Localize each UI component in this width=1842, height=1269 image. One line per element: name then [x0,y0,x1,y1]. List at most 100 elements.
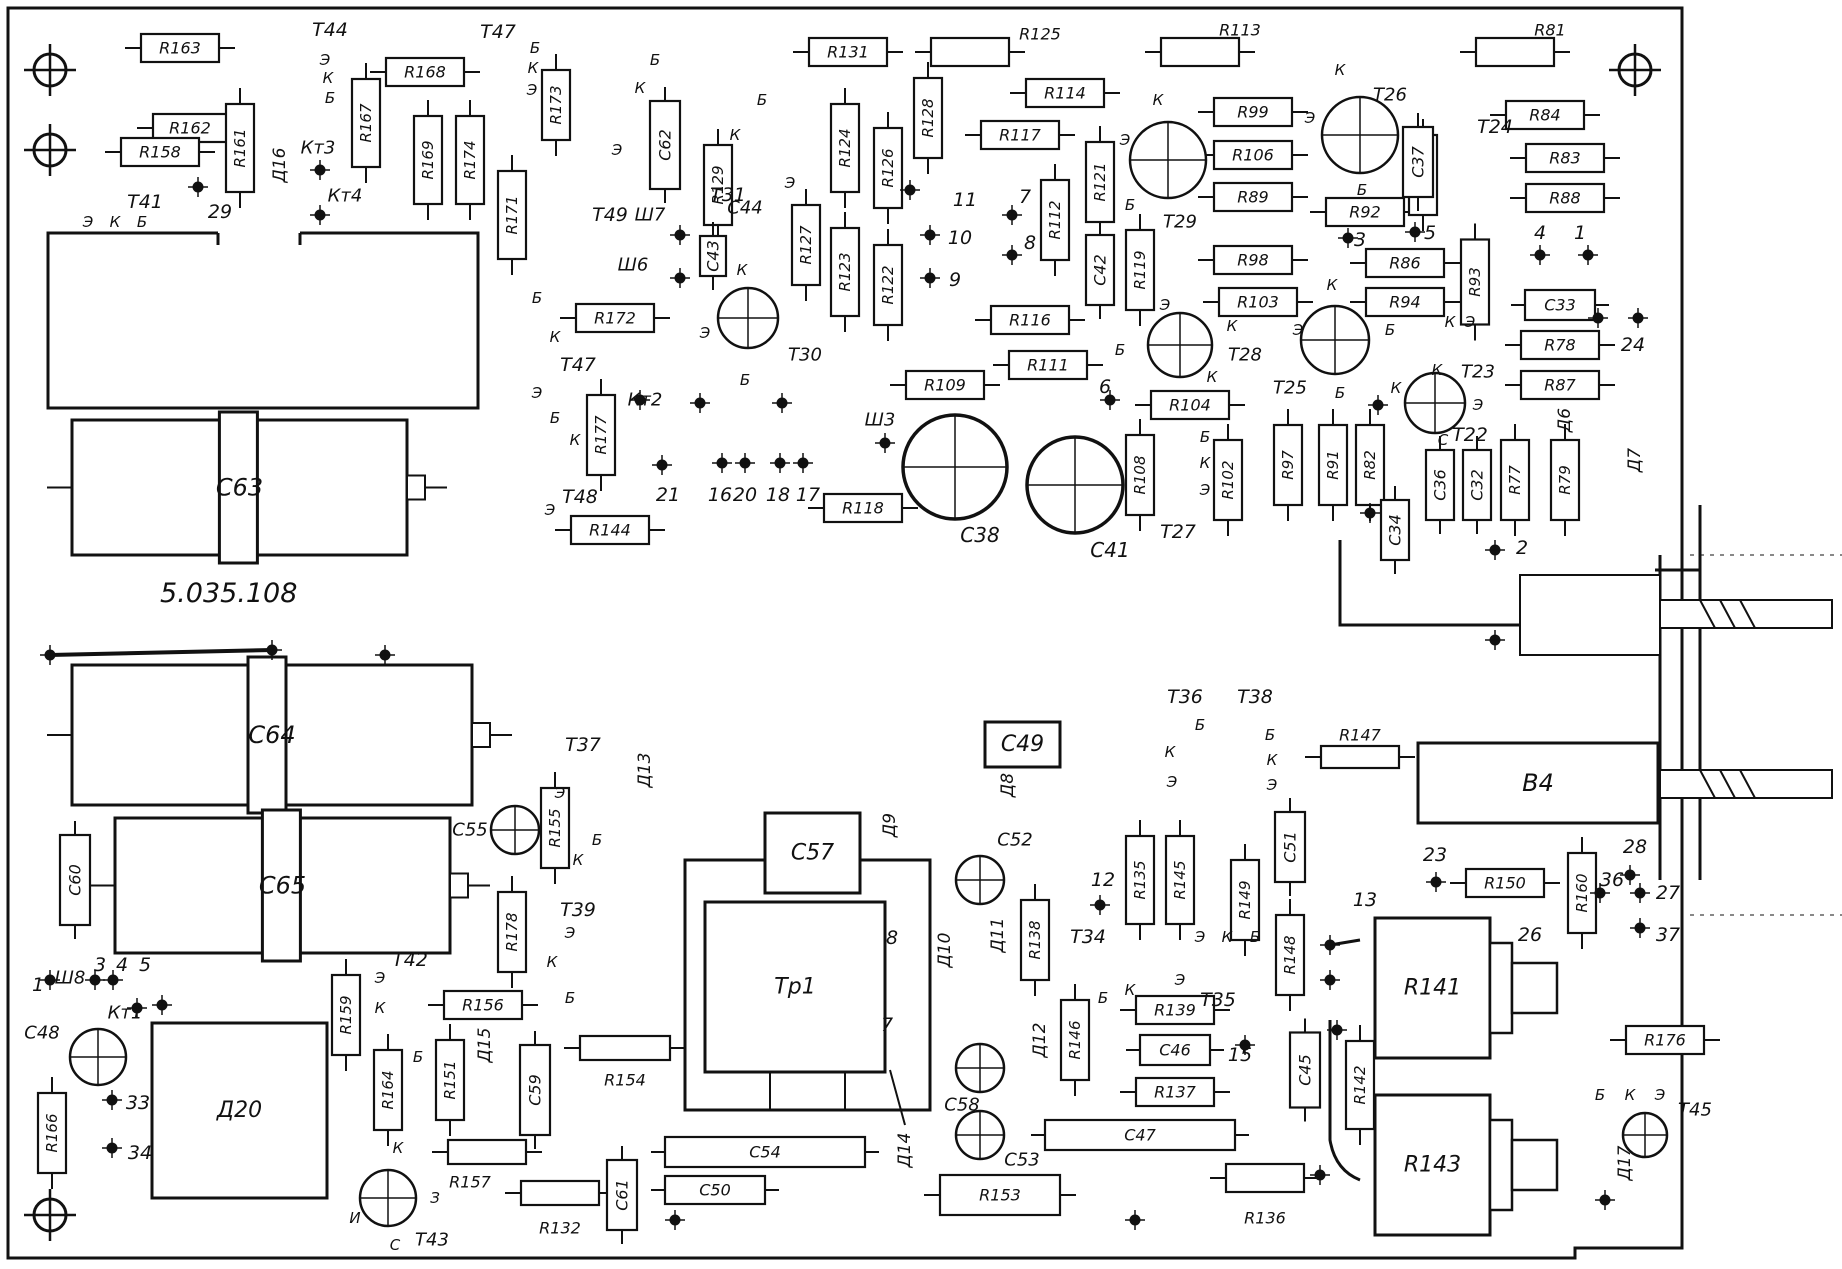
pin-number: 8 [1024,232,1036,254]
board-code-label: 5.035.108 [160,578,297,609]
resistor-label: R162 [169,119,211,138]
pin-letter: Э [1119,131,1131,149]
diode-label: Д16 [270,147,290,183]
resistor-label: R155 [546,808,564,847]
block-label: C49 [1001,732,1044,757]
pin-letter: К [1335,61,1347,79]
capacitor-label: C43 [704,240,723,272]
solder-pad [1588,308,1608,328]
resistor-r147: R147 [1305,726,1415,770]
electrolytic-c38: C38 [901,413,1009,547]
solder-pad [1338,228,1358,248]
resistor-label: R88 [1549,189,1580,208]
pin-letter: Э [1266,776,1278,794]
coax-upper [1659,599,1833,629]
solder-pad [670,268,690,288]
resistor-r94: R94 [1350,286,1460,318]
pin-letter: Э [1159,296,1171,314]
solder-pad [1310,1165,1330,1185]
resistor-label: R102 [1219,460,1237,499]
pin-letter: К [1125,981,1137,999]
testpoint-label: Кт3 [301,138,336,159]
pin-number: 21 [656,484,680,506]
round-part-c55: C55 [452,804,541,856]
pin-letter: Э [1654,1086,1666,1104]
pin-letter: Э [564,924,576,942]
pin-letter: Б [1357,181,1367,199]
solder-pad [1100,390,1120,410]
resistor-r123: R123 [829,212,861,332]
pin-number: 18 [766,484,790,506]
round-part-t29: T29 [1128,120,1208,233]
capacitor-c43: C43 [698,222,728,290]
solder-pad [1405,222,1425,242]
resistor-label: R145 [1171,860,1189,899]
resistor-r132: R132 [505,1179,615,1238]
capacitor-label: C62 [656,129,675,161]
coax-lower [1659,769,1833,799]
resistor-r83: R83 [1510,142,1620,174]
solder-pad [188,177,208,197]
pin-letter: Э [1194,928,1206,946]
resistor-r157: R157 [432,1138,542,1192]
transistor-label: T34 [1070,926,1106,948]
capacitor-c60: C60 [58,821,92,939]
mounting-hole [24,44,76,96]
resistor-r174: R174 [454,100,486,220]
resistor-r149: R149 [1229,844,1261,956]
pin-number: 1 [32,974,44,996]
round-part-label: T25 [1273,378,1307,399]
round-part-t45: T45 [1621,1100,1712,1159]
resistor-r111: R111 [993,349,1103,381]
pin-letter: Б [1250,928,1260,946]
resistor-r116: R116 [975,304,1085,336]
pin-letter: Э [699,324,711,342]
resistor-r167: R167 [350,63,382,183]
pin-number: 4 [1534,222,1546,244]
block-r143: R143 [1373,1093,1559,1237]
solder-pad [85,970,105,990]
pin-letter: К [1227,317,1239,335]
block-c57: C57 [763,811,862,895]
block-label: Д20 [216,1098,262,1123]
testpoint-label: Кт4 [328,186,363,207]
resistor-r150: R150 [1450,867,1560,899]
capacitor-label: C42 [1091,254,1110,286]
resistor-label: R173 [547,85,565,124]
resistor-label: R98 [1237,251,1268,270]
transistor-label: T47 [560,354,596,376]
relay-block-outline [46,231,480,410]
resistor-label: R114 [1044,84,1086,103]
pin-letter: Б [565,989,575,1007]
connector-bracket [1338,505,1702,880]
solder-pad [1002,245,1022,265]
resistor-label: R172 [594,309,636,328]
capacitor-c42: C42 [1084,221,1116,319]
solder-pad [1485,630,1505,650]
round-part-t23: T23 [1403,362,1495,435]
resistor-r131: R131 [793,36,903,68]
pin-letter: Э [531,384,543,402]
round-part-c48: C48 [24,1023,128,1087]
solder-pad [1426,872,1446,892]
diode-label: Д9 [880,813,900,838]
pin-letter: К [1153,91,1165,109]
pin-letter: Э [554,784,566,802]
capacitor-c46: C46 [1126,1033,1224,1067]
resistor-r173: R173 [540,54,572,156]
resistor-label: R93 [1466,267,1484,297]
pin-number: 12 [1091,869,1115,891]
resistor-label: R117 [999,126,1041,145]
resistor-r103: R103 [1203,286,1313,318]
transistor-label: T38 [1237,686,1273,708]
resistor-r146: R146 [1059,984,1091,1096]
pin-letter: Б [592,831,602,849]
solder-pad [1590,883,1610,903]
capacitor-label: C50 [699,1181,731,1200]
resistor-label: R87 [1544,376,1576,395]
resistor-r93: R93 [1459,223,1491,341]
round-part-t30: T30 [716,286,822,366]
solder-pad [772,393,792,413]
resistor-r158: R158 [105,136,215,168]
resistor-r108: R108 [1124,419,1156,531]
